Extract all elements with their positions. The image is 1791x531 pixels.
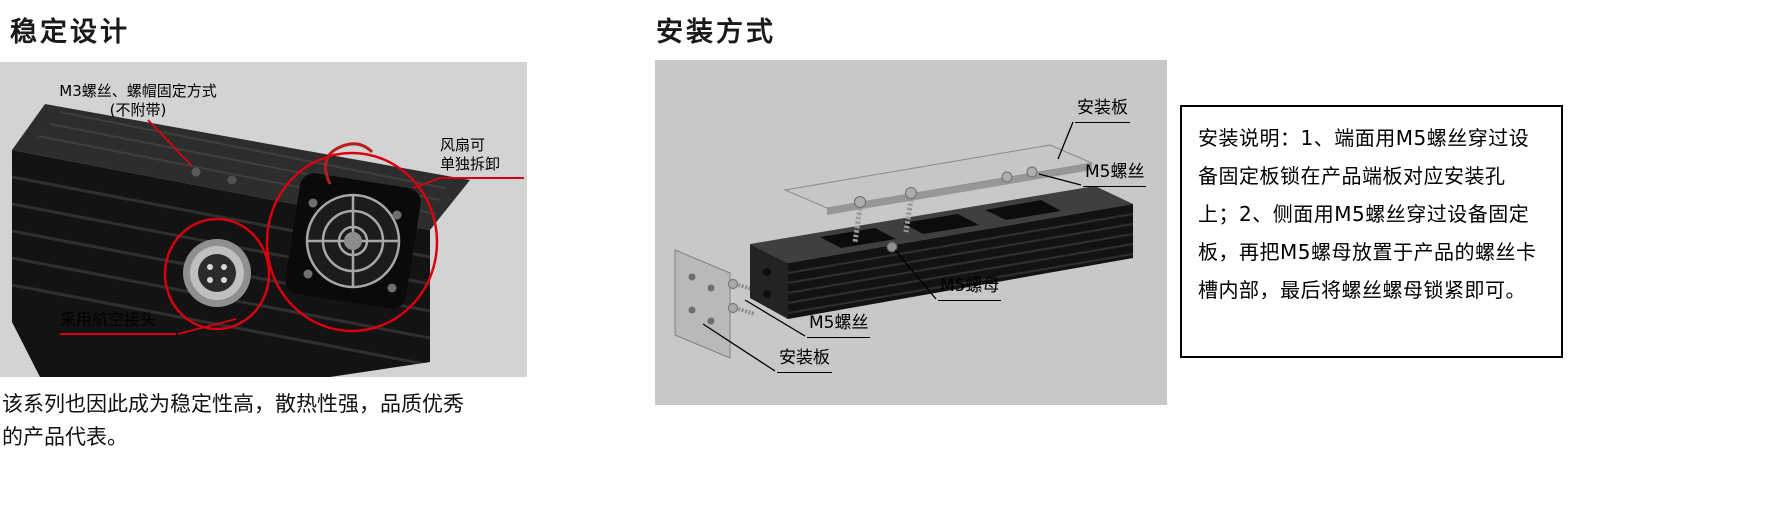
m3-screw-head: [227, 175, 237, 185]
series-caption: 该系列也因此成为稳定性高，散热性强，品质优秀 的产品代表。: [2, 388, 464, 454]
product-photo-panel: M3螺丝、螺帽固定方式 (不附带) 风扇可 单独拆卸 采用航空接头: [0, 62, 527, 377]
annotation-m3-screw: M3螺丝、螺帽固定方式 (不附带): [38, 82, 238, 120]
side-mounting-plate: [674, 249, 731, 359]
series-caption-line2: 的产品代表。: [2, 425, 128, 449]
installation-title: 安装方式: [656, 17, 776, 48]
installation-diagram: [674, 121, 1133, 372]
fan-wires: [324, 142, 374, 185]
fan: [285, 142, 421, 309]
annotation-fan-line2: 单独拆卸: [440, 155, 501, 173]
m3-leader-line: [147, 119, 193, 167]
m3-screw-head: [191, 167, 201, 177]
fan-guard: [305, 193, 401, 289]
annotation-m3-line1: M3螺丝、螺帽固定方式: [59, 82, 217, 100]
connector-highlight-circle: [163, 217, 271, 331]
label-side-mounting-plate: 安装板: [777, 348, 832, 373]
annotation-m3-line2: (不附带): [109, 101, 167, 119]
label-side-m5-screw: M5螺丝: [807, 313, 871, 338]
stable-design-title: 稳定设计: [10, 17, 130, 48]
connector-leader-line: [177, 318, 237, 335]
m5-nut: [886, 241, 898, 253]
label-m5-nut: M5螺母: [938, 276, 1002, 301]
fan-highlight-circle: [265, 151, 439, 333]
label-top-m5-screw: M5螺丝: [1083, 162, 1147, 187]
series-caption-line1: 该系列也因此成为稳定性高，散热性强，品质优秀: [2, 392, 464, 416]
label-top-mounting-plate: 安装板: [1075, 98, 1130, 123]
annotation-fan: 风扇可 单独拆卸: [440, 136, 524, 179]
product-photo-illustration: [12, 104, 470, 377]
top-mounting-plate: [783, 144, 1094, 215]
top-screws: [852, 198, 914, 243]
aviation-connector: [183, 239, 251, 307]
fan-leader-line: [412, 177, 441, 189]
side-screws: [728, 279, 756, 316]
installation-diagram-panel: 安装板 M5螺丝 M5螺母 M5螺丝 安装板: [655, 60, 1167, 405]
product-bar: [750, 186, 1133, 319]
installation-instructions-box: 安装说明：1、端面用M5螺丝穿过设备固定板锁在产品端板对应安装孔上；2、侧面用M…: [1180, 105, 1563, 358]
annotation-fan-line1: 风扇可: [440, 136, 486, 154]
annotation-connector: 采用航空接头: [60, 310, 177, 335]
leader-lines: [702, 121, 1082, 372]
